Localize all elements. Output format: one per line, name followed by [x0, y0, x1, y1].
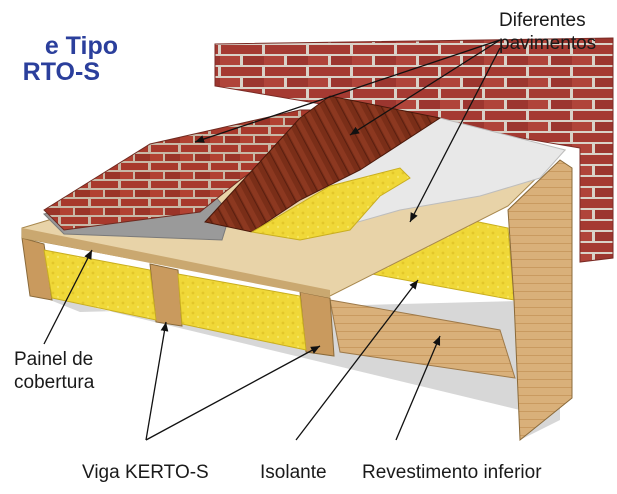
wood-floor [204, 95, 442, 233]
label-diferentes-line2: pavimentos [499, 33, 597, 54]
beam-right-side [507, 159, 573, 442]
label-painel-line1: Painel de [14, 349, 94, 370]
label-diferentes-line1: Diferentes [499, 10, 586, 31]
insulation-left [43, 249, 157, 321]
label-revestimento-inferior: Revestimento inferior [362, 462, 542, 483]
brick-wall [214, 37, 614, 263]
label-isolante: Isolante [260, 462, 327, 483]
title-line-2: RTO-S [22, 58, 100, 86]
bottom-lining [329, 299, 516, 379]
label-painel-line2: cobertura [14, 372, 95, 393]
leader-lines [43, 39, 501, 441]
insulation-middle [177, 273, 307, 351]
label-viga-kerto-s: Viga KERTO-S [82, 462, 209, 483]
insulation-top [250, 167, 411, 241]
title-line-1: e Tipo [44, 32, 118, 60]
cover-panel-edge [22, 228, 330, 298]
